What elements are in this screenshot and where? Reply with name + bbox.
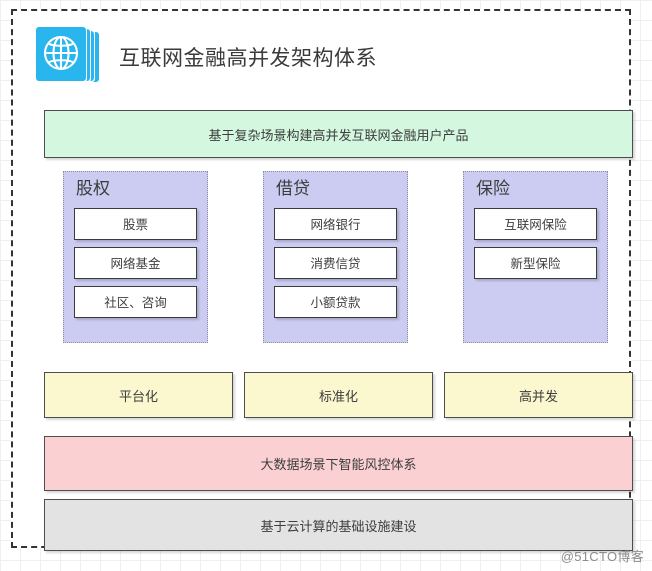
- list-item[interactable]: 网络银行: [274, 207, 397, 240]
- diagram-header: 互联网金融高并发架构体系: [33, 23, 611, 93]
- globe-stacked-cards-icon: [33, 26, 105, 90]
- list-item[interactable]: 社区、咨询: [74, 285, 197, 318]
- list-item[interactable]: 新型保险: [474, 246, 597, 279]
- scenario-banner: 基于复杂场景构建高并发互联网金融用户产品: [44, 110, 633, 158]
- list-item[interactable]: 股票: [74, 207, 197, 240]
- category-column-insurance: 保险 互联网保险 新型保险: [463, 171, 608, 343]
- category-column-lending: 借贷 网络银行 消费信贷 小额贷款: [263, 171, 408, 343]
- category-title: 股权: [76, 179, 110, 198]
- risk-control-banner: 大数据场景下智能风控体系: [44, 436, 633, 491]
- list-item[interactable]: 小额贷款: [274, 285, 397, 318]
- capability-box-platform[interactable]: 平台化: [44, 372, 233, 418]
- page-title: 互联网金融高并发架构体系: [119, 46, 377, 70]
- category-column-equity: 股权 股票 网络基金 社区、咨询: [63, 171, 208, 343]
- list-item[interactable]: 互联网保险: [474, 207, 597, 240]
- capability-box-standardization[interactable]: 标准化: [244, 372, 433, 418]
- list-item[interactable]: 网络基金: [74, 246, 197, 279]
- capability-box-high-concurrency[interactable]: 高并发: [444, 372, 633, 418]
- infrastructure-banner: 基于云计算的基础设施建设: [44, 499, 633, 551]
- category-title: 借贷: [276, 179, 310, 198]
- diagram-frame: 互联网金融高并发架构体系 基于复杂场景构建高并发互联网金融用户产品 股权 股票 …: [11, 9, 633, 551]
- list-item[interactable]: 消费信贷: [274, 246, 397, 279]
- watermark: @51CTO博客: [560, 549, 644, 564]
- category-title: 保险: [476, 179, 510, 198]
